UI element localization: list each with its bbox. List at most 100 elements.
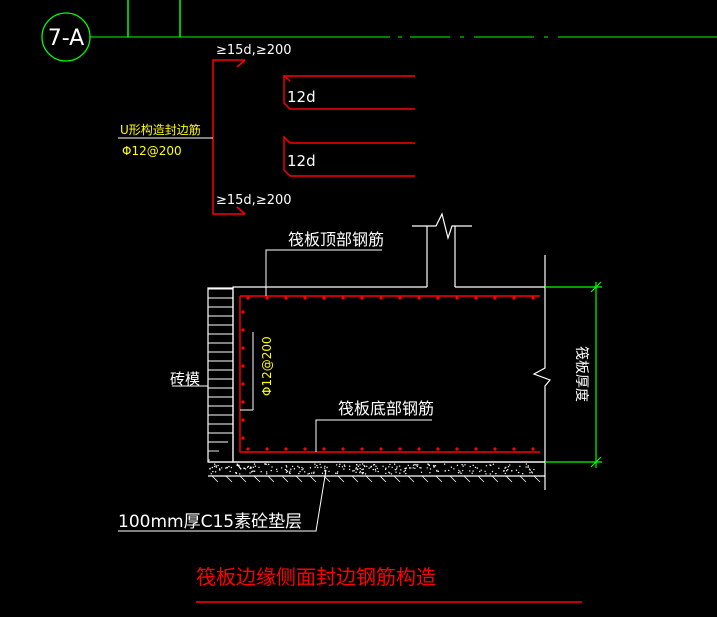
- cushion-speckle-dot: [324, 465, 326, 468]
- cushion-speckle-dot: [355, 471, 357, 474]
- axis-marker: 7-A: [41, 0, 717, 62]
- rebar-dot-bottom: [398, 447, 402, 451]
- cushion-speckle-dot: [531, 472, 534, 474]
- cushion-speckle-dot: [286, 470, 289, 473]
- cushion-speckle-dot: [311, 472, 313, 474]
- cushion-speckle-dot: [429, 468, 432, 470]
- cushion-speckle-dot: [228, 465, 230, 468]
- cushion-speckle-dot: [234, 472, 237, 474]
- cushion-speckle-dot: [359, 467, 361, 470]
- bottom-rebar-leader: [315, 419, 432, 452]
- cushion-speckle-dot: [213, 465, 216, 468]
- cushion-speckle-dot: [301, 466, 303, 469]
- cushion-speckle-dot: [444, 470, 446, 472]
- cushion-speckle-dot: [249, 472, 251, 474]
- rebar-dot-top: [303, 296, 307, 300]
- u-bar-detail: ≥15d,≥200 ≥15d,≥200 U形构造封边筋 Φ12@200 12d …: [118, 43, 415, 215]
- rebar-dot-bottom: [417, 447, 421, 451]
- cushion-speckle-dot: [348, 465, 351, 467]
- cushion-speckle-dot: [309, 467, 312, 469]
- rebar-dot-bottom: [531, 447, 535, 451]
- u-bar-shape: [212, 59, 245, 215]
- cushion-speckle-dot: [375, 470, 377, 472]
- cushion-speckle-dot: [456, 464, 459, 467]
- cushion-speckle-dot: [355, 467, 358, 469]
- cushion-speckle-dot: [252, 466, 254, 468]
- cushion-speckle-dot: [239, 473, 241, 475]
- cushion-speckle-dot: [522, 472, 524, 475]
- soil-hatch-line: [379, 475, 387, 483]
- cushion-speckle-dot: [326, 466, 328, 469]
- cushion-speckle-dot: [215, 466, 218, 468]
- cushion-speckle-dot: [384, 468, 387, 470]
- cushion-speckle-dot: [270, 469, 272, 472]
- thickness-label: 筏板厚度: [573, 346, 590, 402]
- cushion-speckle-dot: [265, 471, 268, 473]
- cushion-speckle-dot: [308, 472, 311, 475]
- cushion-speckle-dot: [414, 467, 416, 470]
- soil-hatch-line: [533, 475, 541, 483]
- cushion-speckle-dot: [407, 464, 410, 467]
- brick-hatch: [208, 287, 233, 461]
- cushion-speckle-dot: [436, 470, 438, 472]
- cushion-speckle-dot: [356, 464, 358, 466]
- cushion-speckle-dot: [395, 468, 398, 470]
- cushion-leader: [118, 469, 327, 532]
- cushion-speckle-dot: [214, 471, 217, 473]
- rebar-dot-top: [417, 296, 421, 300]
- cushion-speckle-dot: [388, 466, 390, 468]
- dim-tick-bottom: [590, 456, 602, 468]
- cushion-speckle-dot: [301, 469, 303, 471]
- brick-formwork: 砖模: [170, 287, 234, 463]
- cushion-speckle-dot: [398, 465, 401, 467]
- cushion-speckle-dot: [472, 470, 474, 472]
- cushion-speckle-dot: [370, 466, 372, 468]
- cushion-speckle-dot: [517, 471, 520, 474]
- soil-hatch-line: [449, 475, 457, 483]
- cushion-speckle-dot: [359, 470, 362, 473]
- soil-hatch-line: [365, 475, 373, 483]
- drawing-title: 筏板边缘侧面封边钢筋构造: [196, 565, 436, 589]
- cushion-speckle-dot: [323, 467, 326, 469]
- u-bar-top-hook: [236, 59, 246, 68]
- cushion-speckle-dot: [210, 473, 212, 475]
- cushion-speckle-dot: [458, 469, 460, 472]
- cushion-speckle-dot: [388, 471, 390, 474]
- cushion-speckle-dot: [529, 469, 531, 471]
- top-rebar-label: 筏板顶部钢筋: [288, 230, 384, 249]
- cushion-speckle-dot: [399, 472, 401, 474]
- rebar-dot-top: [246, 296, 250, 300]
- cushion-speckle-dot: [297, 465, 299, 468]
- cushion-speckle-dot: [238, 464, 240, 467]
- rebar-dot-top: [379, 296, 383, 300]
- rebar-dot-bottom: [360, 447, 364, 451]
- cushion-speckle-dot: [317, 466, 319, 469]
- cushion-speckle-dot: [389, 463, 391, 466]
- cushion-speckle-dot: [404, 469, 406, 472]
- cushion-speckle-dot: [221, 467, 223, 469]
- rebar-dot-side: [241, 310, 245, 314]
- cushion-speckle-dot: [464, 464, 466, 466]
- hook-upper-shape: [283, 74, 415, 110]
- cushion-speckle-dot: [209, 467, 211, 470]
- cushion-speckle-dot: [289, 470, 291, 472]
- cushion-speckle-dot: [453, 468, 455, 470]
- rebar-dot-bottom: [436, 447, 440, 451]
- cushion-speckle-dot: [519, 465, 521, 467]
- cushion-speckle-dot: [403, 471, 405, 473]
- rebar-dot-top: [512, 296, 516, 300]
- cushion-speckle-dot: [489, 473, 491, 475]
- cushion-speckle-dot: [280, 467, 283, 469]
- brick-formwork-outline: [207, 287, 234, 463]
- cushion-speckle-dot: [462, 469, 464, 472]
- cushion-speckle-dot: [417, 464, 419, 466]
- cushion-speckle-dot: [336, 472, 339, 475]
- cushion-speckle-dot: [491, 470, 494, 473]
- cushion-speckle-dot: [364, 473, 367, 475]
- cushion-speckle-dot: [382, 465, 384, 468]
- u-bar-name-label: U形构造封边筋: [120, 122, 201, 137]
- cushion-speckle-dot: [385, 467, 387, 469]
- u-bar-bottom-hook: [236, 206, 246, 215]
- rebar-dot-side: [241, 418, 245, 422]
